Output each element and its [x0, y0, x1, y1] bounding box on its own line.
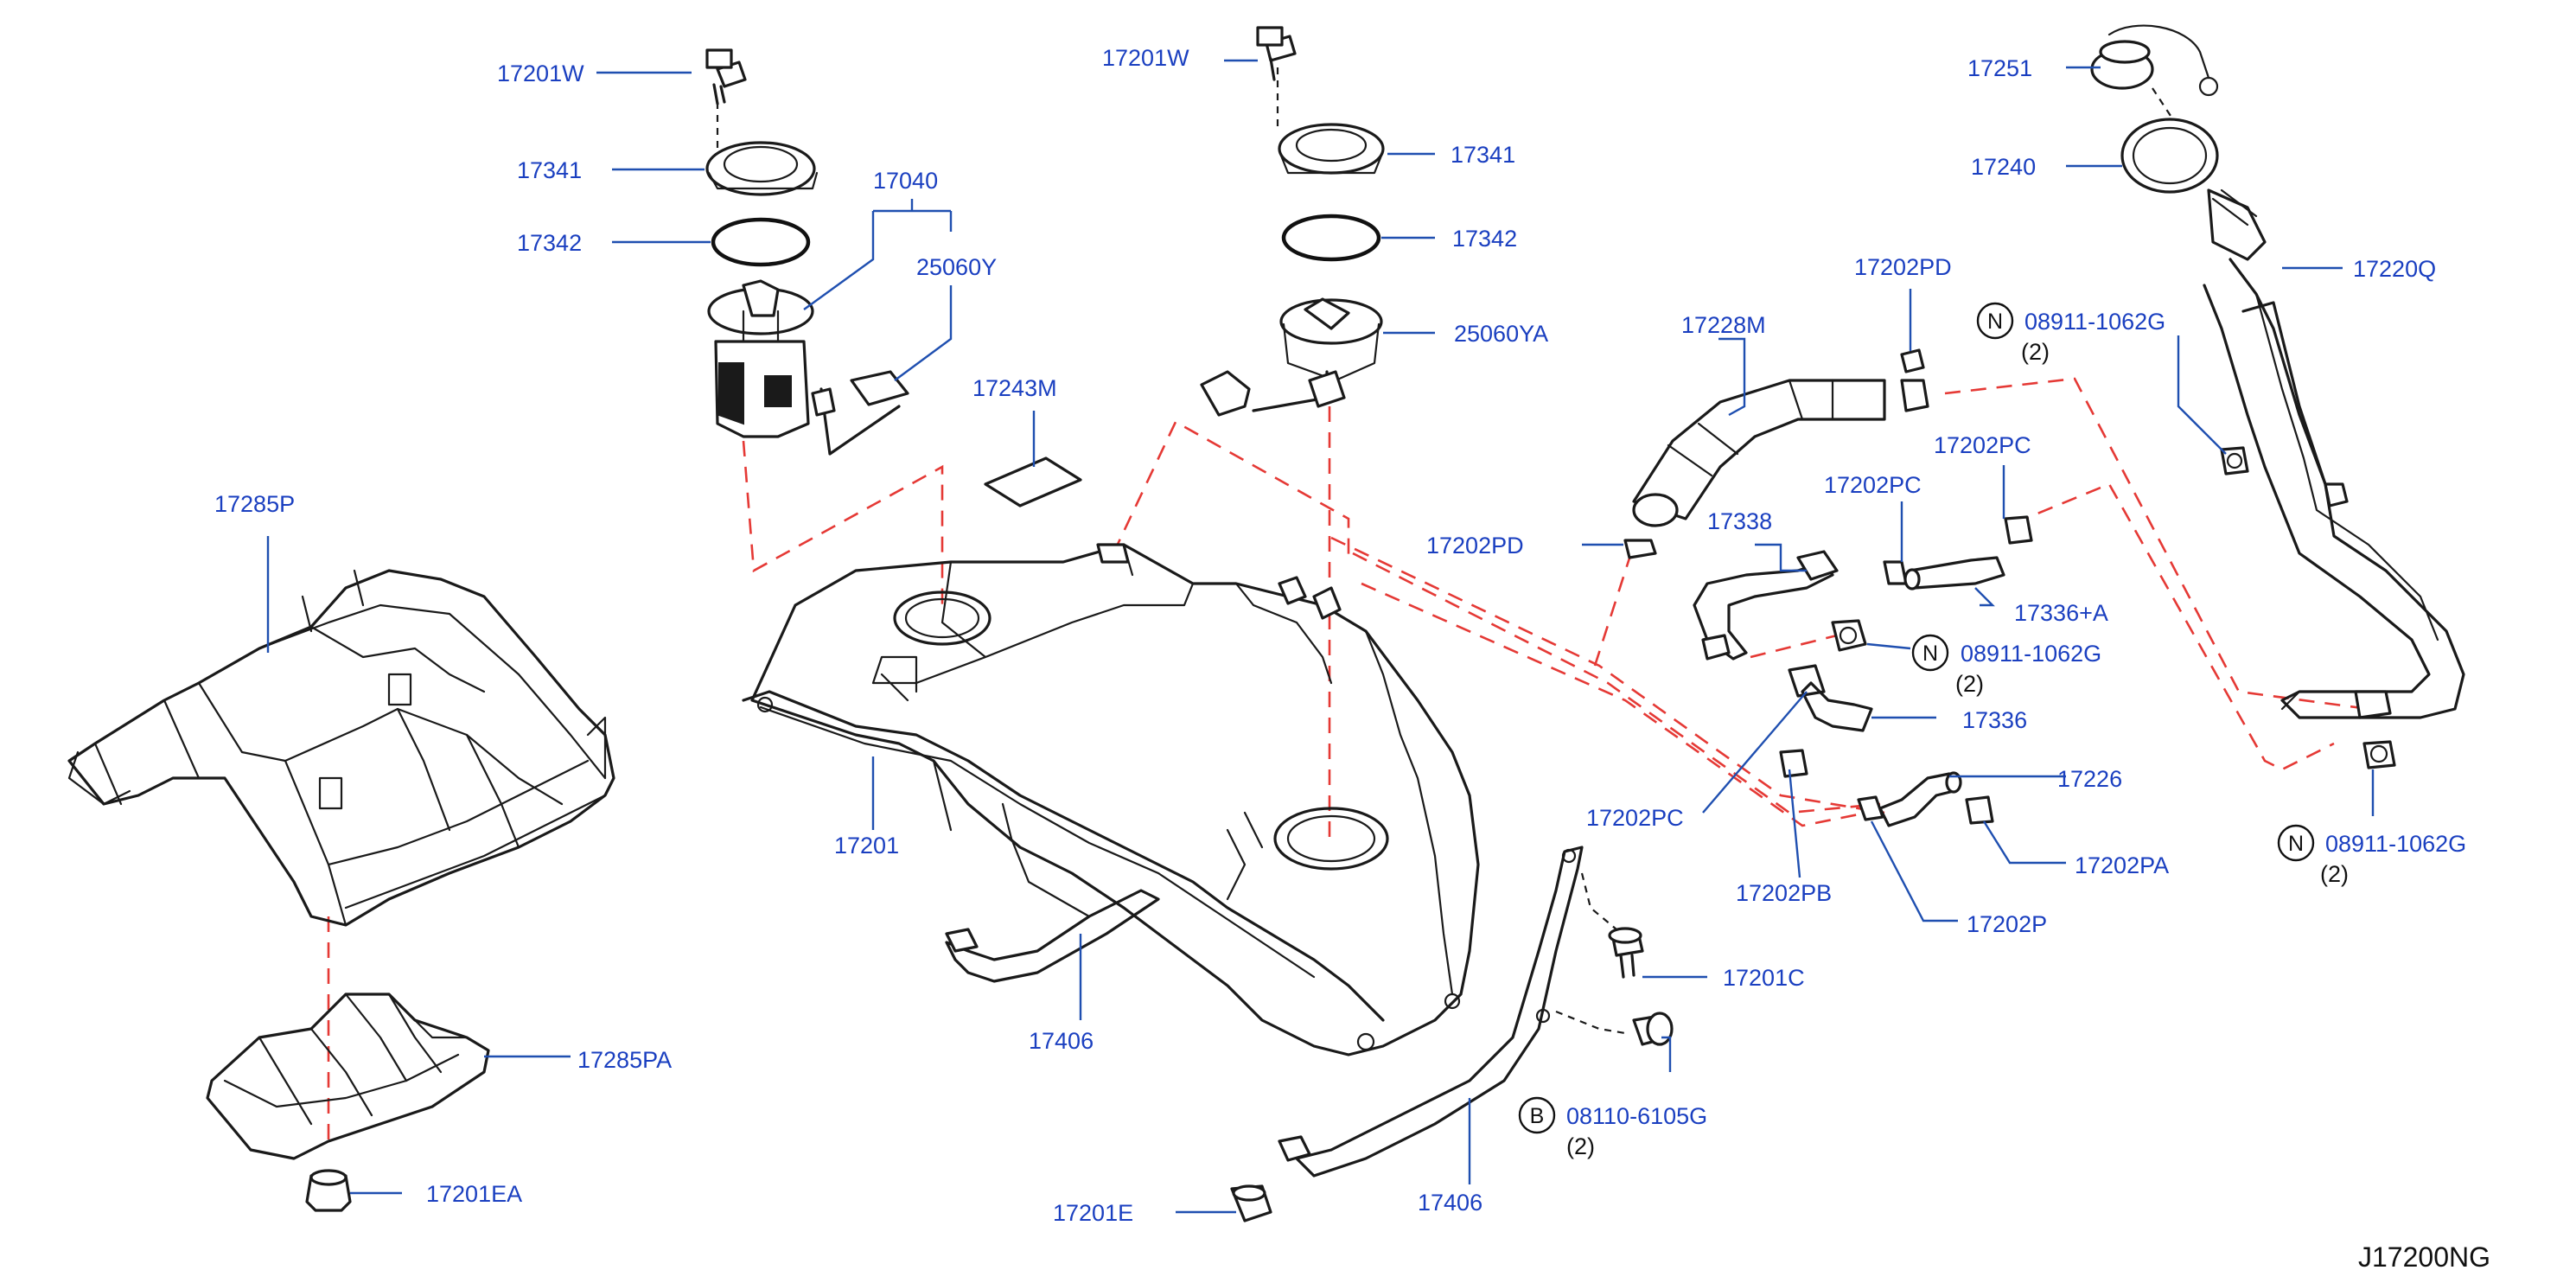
heat-shield-lower: [206, 993, 490, 1160]
symbol-B: B: [1530, 1104, 1545, 1128]
fuel-tank: [742, 543, 1480, 1056]
label-17201: 17201: [834, 833, 899, 859]
hose-clamps: [1623, 348, 2033, 825]
label-17202PD-left: 17202PD: [1426, 533, 1524, 559]
vent-tube-17338: [1693, 550, 1839, 661]
fuel-level-sender-25060Y: [811, 370, 909, 456]
label-08911-1062G-bottom: 08911-1062G: [2325, 831, 2466, 857]
label-17406-left: 17406: [1029, 1028, 1094, 1054]
label-17226: 17226: [2057, 766, 2122, 792]
label-17202P: 17202P: [1967, 911, 2047, 937]
fuel-sender-unit-25060YA: [1200, 26, 1385, 417]
label-17341-left: 17341: [517, 157, 582, 183]
label-17201W-left: 17201W: [497, 61, 584, 86]
label-17251: 17251: [1967, 55, 2032, 81]
tank-strap-17406-left: [945, 889, 1160, 983]
label-17240: 17240: [1971, 154, 2036, 180]
label-08911-1062G-middle: 08911-1062G: [1961, 641, 2101, 667]
label-17228M: 17228M: [1681, 312, 1766, 338]
label-17285P: 17285P: [214, 491, 295, 517]
label-17202PC-upper-left: 17202PC: [1824, 472, 1922, 498]
diagram-code: J17200NG: [2358, 1242, 2490, 1273]
label-08110-6105G: 08110-6105G: [1566, 1103, 1707, 1129]
label-17202PB: 17202PB: [1736, 880, 1832, 906]
heat-shield-upper: [67, 569, 615, 927]
assembly-guide-lines: [327, 377, 2369, 1150]
label-17342-center: 17342: [1452, 226, 1517, 252]
qty-08110-6105G: (2): [1566, 1133, 1595, 1159]
label-17336: 17336: [1962, 707, 2027, 733]
label-17220Q: 17220Q: [2353, 256, 2436, 282]
label-17202PD-top: 17202PD: [1854, 254, 1952, 280]
label-17040: 17040: [873, 168, 938, 194]
label-17201C: 17201C: [1723, 965, 1805, 991]
gasket-17243M: [984, 456, 1082, 507]
symbol-circle-N-middle: [1911, 634, 1949, 672]
label-25060Y: 25060Y: [916, 254, 997, 280]
label-17406-right: 17406: [1418, 1190, 1482, 1216]
fuel-pump-assembly: [705, 48, 819, 438]
filler-hose-17228M: [1632, 379, 1886, 527]
symbol-N-top: N: [1987, 310, 2003, 334]
label-17201EA: 17201EA: [426, 1181, 522, 1207]
symbol-N-bottom: N: [2288, 832, 2304, 856]
label-17201W-center: 17201W: [1102, 45, 1189, 71]
label-17202PC-lower: 17202PC: [1586, 805, 1684, 831]
hose-17336: [1801, 681, 1873, 732]
qty-08911-1062G-top: (2): [2021, 339, 2050, 365]
label-17243M: 17243M: [972, 375, 1057, 401]
label-17202PA: 17202PA: [2075, 852, 2169, 878]
hardware-guide-lines: [716, 67, 2175, 1035]
hose-17336A: [1903, 556, 2005, 590]
label-17201E: 17201E: [1053, 1200, 1133, 1226]
hose-17226: [1878, 771, 1962, 827]
label-25060YA: 25060YA: [1454, 321, 1548, 347]
label-17341-center: 17341: [1451, 142, 1515, 168]
label-17338: 17338: [1707, 508, 1772, 534]
filler-cap-17251: [2090, 24, 2219, 97]
nuts-08911: [1831, 446, 2396, 769]
filler-neck-17240-17220Q: [2120, 118, 2465, 719]
label-17202PC-upper-right: 17202PC: [1934, 432, 2031, 458]
label-08911-1062G-top: 08911-1062G: [2024, 309, 2165, 335]
symbol-N-middle: N: [1922, 642, 1938, 666]
symbol-circle-N-bottom: [2277, 824, 2315, 862]
tank-strap-17406-right: [1278, 846, 1584, 1178]
qty-08911-1062G-bottom: (2): [2320, 861, 2349, 887]
label-17342-left: 17342: [517, 230, 582, 256]
qty-08911-1062G-middle: (2): [1955, 671, 1984, 697]
symbol-circle-B: [1518, 1096, 1556, 1134]
part-labels: 17201W 17341 17342 17040 25060Y 17201W 1…: [214, 45, 2466, 1226]
leader-lines: [266, 59, 2375, 1214]
label-17285PA: 17285PA: [577, 1047, 672, 1073]
symbol-circle-N-top: [1976, 302, 2014, 340]
bolts-hardware: [1230, 927, 1674, 1222]
clip-nut-17201EA: [305, 1169, 352, 1212]
label-17336A: 17336+A: [2014, 600, 2108, 626]
